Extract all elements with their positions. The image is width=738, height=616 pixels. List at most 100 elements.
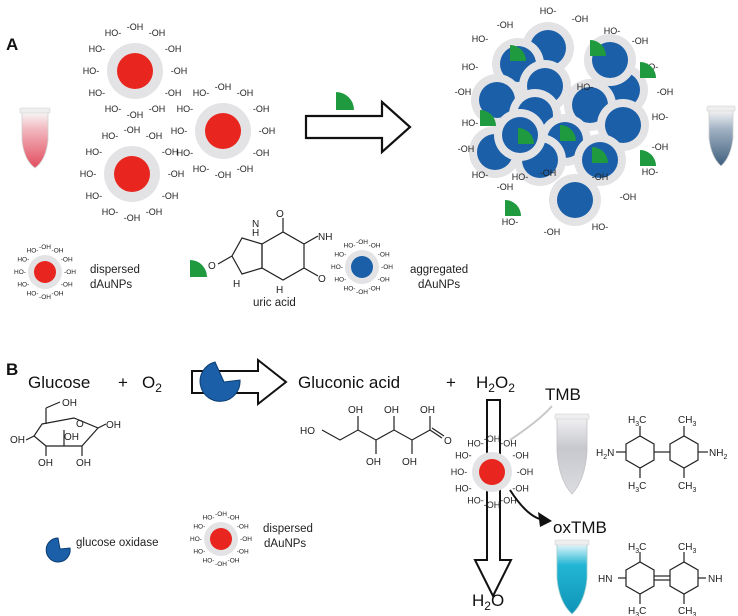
uric-acid-nh-right: NH [318, 232, 332, 243]
hydroxyl-label: -OH [497, 20, 514, 30]
glucose-oh-5: OH [76, 458, 91, 469]
hydroxyl-label: -OH [632, 36, 649, 46]
hydroxyl-label: -OH [500, 496, 517, 506]
hydroxyl-label: -OH [484, 434, 501, 444]
hydroxyl-label: -OH [146, 207, 163, 217]
hydroxyl-label: HO- [86, 147, 103, 157]
tube-gray [554, 413, 590, 495]
uric-acid-icon [505, 200, 521, 216]
hydroxyl-label: -OH [259, 126, 276, 136]
hydroxyl-label: -OH [378, 252, 390, 259]
gluconic-oh-5: OH [420, 405, 435, 416]
aggregated-cluster: HO--OHHO--OHHO--OHHO--OHHO--OHHO--OHHO--… [455, 6, 674, 237]
legend-uric-acid-icon [190, 260, 207, 277]
tube-blue [706, 105, 736, 167]
hydroxyl-label: -OH [620, 192, 637, 202]
legend-uric-acid: uric acid [253, 297, 296, 309]
legend-aggregated-line2: dAuNPs [418, 279, 460, 291]
oxtmb-arrowhead [538, 512, 552, 527]
hydroxyl-label: HO- [334, 277, 346, 284]
hydroxyl-label: -OH [215, 170, 232, 180]
oxtmb-ch3-br: CH3 [678, 606, 696, 616]
hydroxyl-label: HO- [102, 207, 119, 217]
uric-acid-o-top: O [276, 209, 284, 220]
hydroxyl-label: HO- [462, 118, 479, 128]
hydroxyl-label: -OH [124, 213, 141, 223]
glucose-oh-4: OH [38, 458, 53, 469]
oxtmb-structure [618, 552, 706, 604]
hydroxyl-label: HO- [592, 222, 609, 232]
hydroxyl-label: HO- [472, 34, 489, 44]
uric-acid-icon [560, 125, 576, 141]
hydroxyl-label: HO- [652, 112, 669, 122]
hydroxyl-label: HO- [455, 484, 472, 494]
hydroxyl-label: -OH [165, 44, 182, 54]
hydroxyl-label: -OH [512, 451, 529, 461]
oxtmb-ch3-tr: CH3 [678, 542, 696, 555]
tube-cyan [554, 539, 590, 615]
hydroxyl-label: -OH [657, 87, 674, 97]
hydroxyl-label: HO- [502, 217, 519, 227]
tmb-input-line [509, 405, 553, 441]
hydroxyl-label: -OH [52, 247, 64, 254]
hydroxyl-label: HO- [80, 169, 97, 179]
hydroxyl-label: HO- [467, 438, 484, 448]
glucose-oxidase-icon [199, 361, 241, 402]
hydroxyl-label: HO- [455, 451, 472, 461]
tmb-nh2: NH2 [709, 448, 727, 461]
hydroxyl-label: -OH [228, 558, 240, 565]
hydroxyl-label: HO- [472, 170, 489, 180]
oxtmb-h3c-tl: H3C [628, 542, 646, 555]
reaction-arrow-a [304, 99, 412, 155]
hydroxyl-label: -OH [168, 169, 185, 179]
h2o2-label: H2O2 [476, 373, 515, 395]
hydroxyl-label: HO- [577, 82, 594, 92]
hydroxyl-label: -OH [253, 148, 270, 158]
hydroxyl-label: -OH [369, 242, 381, 249]
uric-acid-icon [640, 150, 656, 166]
hydroxyl-label: HO- [83, 66, 100, 76]
hydroxyl-label: -OH [592, 172, 609, 182]
hydroxyl-label: HO- [105, 28, 122, 38]
tmb-label: TMB [545, 385, 581, 404]
hydroxyl-label: -OH [253, 104, 270, 114]
uric-acid-o-right: O [318, 274, 326, 285]
hydroxyl-label: -OH [544, 227, 561, 237]
glucose-label: Glucose [28, 373, 90, 392]
oxtmb-hn: HN [598, 574, 612, 585]
legend-dispersed-line1: dispersed [90, 264, 140, 276]
gluconic-oh-4: OH [402, 457, 417, 468]
hydroxyl-label: -OH [39, 294, 51, 301]
h2o-label: H2O [472, 591, 504, 613]
uric-acid-h-bottom: H [233, 279, 240, 290]
hydroxyl-label: -OH [512, 484, 529, 494]
hydroxyl-label: -OH [162, 191, 179, 201]
hydroxyl-label: -OH [484, 500, 501, 510]
hydroxyl-label: HO- [177, 104, 194, 114]
hydroxyl-label: HO- [105, 104, 122, 114]
vertical-arrow [473, 399, 513, 599]
glucose-oh-1: OH [106, 420, 121, 431]
hydroxyl-label: HO- [540, 6, 557, 16]
legend-b-dispersed-line2: dAuNPs [264, 538, 306, 550]
glucose-structure [25, 401, 107, 456]
panel-b-label: B [6, 360, 18, 379]
hydroxyl-label: HO- [344, 242, 356, 249]
hydroxyl-label: -OH [127, 110, 144, 120]
o2-label: O2 [142, 373, 162, 395]
uric-acid-h-bottom2: H [276, 285, 283, 296]
glucose-oh-2: OH [64, 432, 79, 443]
hydroxyl-label: HO- [203, 514, 215, 521]
tube-red [19, 107, 51, 169]
gluconic-carbonyl-o: O [444, 436, 452, 447]
uric-acid-icon [518, 128, 534, 144]
hydroxyl-label: HO- [27, 291, 39, 298]
hydroxyl-label: -OH [162, 147, 179, 157]
uric-acid-n-top: N [252, 219, 259, 230]
tmb-structure [616, 426, 708, 478]
